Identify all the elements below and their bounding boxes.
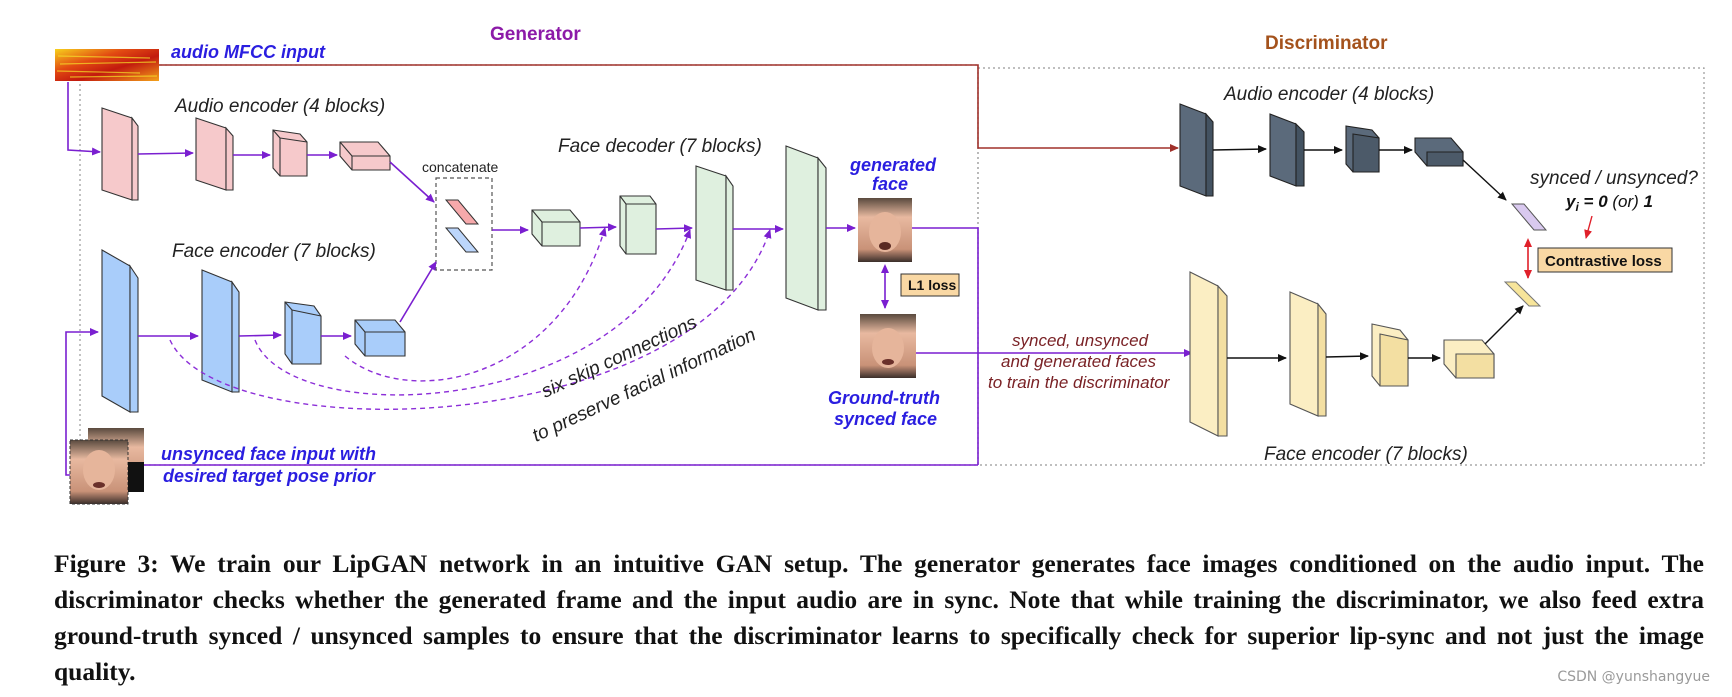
disc-face-encoder-blocks xyxy=(1189,271,1495,437)
disc-audio-encoder-label: Audio encoder (4 blocks) xyxy=(1223,84,1434,105)
ground-truth-label-2: synced face xyxy=(834,409,937,429)
generated-face-image xyxy=(858,198,912,262)
gen-face-encoder-blocks xyxy=(101,249,406,413)
gen-audio-encoder-label: Audio encoder (4 blocks) xyxy=(174,96,385,117)
gen-face-encoder-label: Face encoder (7 blocks) xyxy=(172,241,376,262)
unsynced-input-label-1: unsynced face input with xyxy=(161,444,376,464)
disc-audio-encoder-arrows xyxy=(1212,145,1507,201)
face-decoder-arrows xyxy=(492,223,856,234)
gen-face-encoder-arrows xyxy=(65,261,437,476)
watermark: CSDN @yunshangyue xyxy=(1557,669,1710,685)
generated-face-label-2: face xyxy=(872,174,908,194)
l1-loss-label: L1 loss xyxy=(908,277,956,293)
discriminator-region xyxy=(977,67,1705,466)
concat-audio-feature xyxy=(444,199,480,225)
l1-loss-box xyxy=(900,273,960,297)
contrastive-loss-box xyxy=(1537,247,1673,273)
disc-faces-label-1: synced, unsynced xyxy=(1012,331,1149,350)
mfcc-spectrogram xyxy=(55,49,159,81)
gen-audio-encoder-arrows xyxy=(137,149,435,203)
yi-to-loss-arrow xyxy=(1584,215,1593,239)
audio-to-discriminator-line xyxy=(159,64,1179,152)
unsynced-face-image xyxy=(69,428,144,505)
ground-truth-face-image xyxy=(860,314,916,378)
face-decoder-blocks xyxy=(531,145,827,311)
concatenate-label: concatenate xyxy=(422,159,498,175)
disc-face-encoder-arrows xyxy=(1227,305,1524,362)
disc-audio-encoder-blocks xyxy=(1179,103,1464,197)
disc-faces-label-3: to train the discriminator xyxy=(988,373,1171,392)
unsynced-input-label-2: desired target pose prior xyxy=(163,466,376,486)
ground-truth-label-1: Ground-truth xyxy=(828,388,940,408)
sync-question-label: synced / unsynced? xyxy=(1530,168,1698,189)
generated-face-to-discriminator xyxy=(912,227,979,465)
lipgan-diagram: Generator Discriminator audio MFCC input… xyxy=(55,24,1705,505)
disc-audio-embedding xyxy=(1510,203,1548,231)
yi-label: yi = 0 (or) 1 xyxy=(1565,192,1653,214)
skip-connections xyxy=(169,227,772,410)
concatenate-box xyxy=(435,177,493,271)
generator-title: Generator xyxy=(490,24,581,45)
gen-audio-encoder-blocks xyxy=(101,107,391,201)
audio-input-label: audio MFCC input xyxy=(171,42,326,62)
contrastive-loss-label: Contrastive loss xyxy=(1545,253,1662,270)
discriminator-title: Discriminator xyxy=(1265,33,1388,54)
concat-face-feature xyxy=(444,227,480,253)
figure-caption: Figure 3: We train our LipGAN network in… xyxy=(54,549,1704,686)
disc-face-encoder-label: Face encoder (7 blocks) xyxy=(1264,444,1468,465)
disc-face-embedding xyxy=(1503,281,1542,307)
generated-face-label-1: generated xyxy=(849,155,937,175)
audio-to-encoder-arrow xyxy=(67,82,101,156)
disc-faces-label-2: and generated faces xyxy=(1001,352,1157,371)
face-decoder-label: Face decoder (7 blocks) xyxy=(558,136,762,157)
